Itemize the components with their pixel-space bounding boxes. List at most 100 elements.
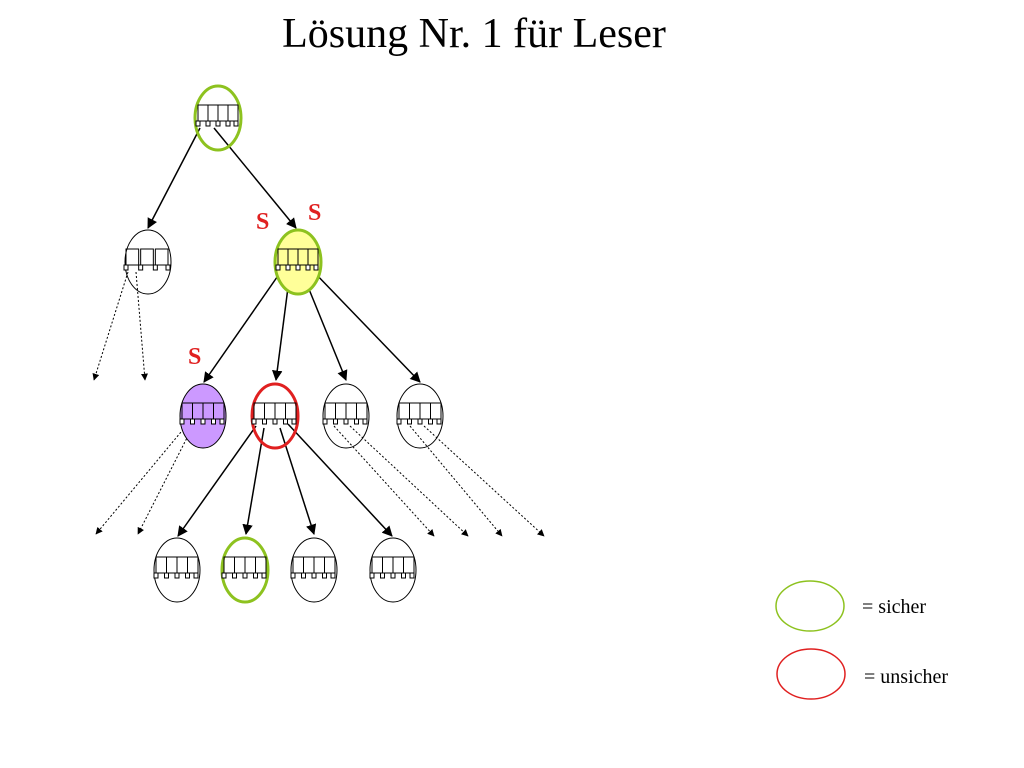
key-cell [255,556,267,574]
pointer-slot [219,418,225,425]
pointer-slot [305,264,311,271]
dotted-edge [349,425,469,537]
dotted-edge [333,425,435,537]
key-cell [371,556,383,574]
pointer-slot [262,418,267,425]
pointer-slot [232,572,237,579]
pointer-slot [362,418,368,425]
pointer-slot [283,418,288,425]
pointer-slot [215,120,221,127]
pointer-slot [301,572,306,579]
node-ellipse [250,382,300,450]
node-ellipse [396,383,444,449]
pointer-slot [285,264,291,271]
pointer-slot [275,264,281,271]
pointer-slot [233,120,239,127]
lock-label-s: S [256,209,269,235]
tree-nodes [123,84,444,604]
key-cell [335,402,347,420]
pointer-slot [179,418,185,425]
key-cell [398,402,410,420]
edge-l1-c4 [311,269,421,383]
pointer-slot [165,264,171,271]
node-l2-d [396,383,444,449]
pointer-slot [185,572,190,579]
pointer-slot [291,418,297,425]
pointer-slot [354,418,359,425]
legend-safe-ellipse [775,580,845,632]
tree-edges [147,127,421,537]
node-ellipse [220,536,270,604]
pointer-slot [407,418,412,425]
lock-label-s: S [188,344,201,370]
pointer-slot [190,418,195,425]
key-cell [307,248,319,266]
key-cell [253,402,265,420]
dotted-edge [137,427,193,535]
dotted-edge [95,425,187,535]
key-cell [217,104,229,122]
key-cell [234,556,246,574]
key-cell [140,248,154,266]
legend-safe-label: = sicher [862,596,927,618]
key-cell [356,402,368,420]
edge-l1-c1 [203,269,283,383]
pointer-slot [380,572,385,579]
key-cell [176,556,188,574]
pointer-slot [343,418,349,425]
pointer-slot [261,572,267,579]
key-cell [274,402,286,420]
key-cell [227,104,239,122]
key-cell [244,556,256,574]
key-cell [303,556,315,574]
key-cell [419,402,431,420]
key-cell [313,556,325,574]
pointer-slot [221,572,227,579]
pointer-slot [200,418,206,425]
dotted-edge [423,425,545,537]
node-root [193,84,243,152]
pointer-slot [225,120,231,127]
pointer-slot [164,572,169,579]
edge-root-left [147,127,201,229]
legend-unsafe-ellipse [776,648,846,700]
dotted-edge [135,271,148,381]
pointer-slot [153,572,159,579]
edge-l2-c1 [177,425,257,537]
key-cell [223,556,235,574]
key-cell [382,556,394,574]
pointer-slot [295,264,301,271]
edge-l2-c4 [287,423,393,537]
key-cell [207,104,219,122]
key-cell [166,556,178,574]
pointer-slot [152,264,158,271]
node-l3-b [220,536,270,604]
pointer-slot [205,120,211,127]
pointer-slot [369,572,375,579]
pointer-slot [390,572,396,579]
key-cell [155,556,167,574]
node-l1-right [273,228,323,296]
pointer-slot [436,418,442,425]
key-cell [264,402,276,420]
pointer-slot [138,264,144,271]
node-ellipse [369,537,417,603]
key-cell [430,402,442,420]
node-l1-left [123,229,172,295]
pointer-slot [313,264,319,271]
pointer-slot [272,418,278,425]
dotted-edge [409,425,503,537]
key-cell [324,556,336,574]
key-cell [197,104,209,122]
pointer-slot [401,572,406,579]
pointer-slot [322,418,328,425]
node-ellipse [153,537,201,603]
node-ellipse [290,537,338,603]
node-l3-a [153,537,201,603]
node-l3-c [290,537,338,603]
pointer-slot [322,572,327,579]
node-ellipse [322,383,370,449]
pointer-slot [311,572,317,579]
node-ellipse [193,84,243,152]
node-ellipse [124,229,172,295]
